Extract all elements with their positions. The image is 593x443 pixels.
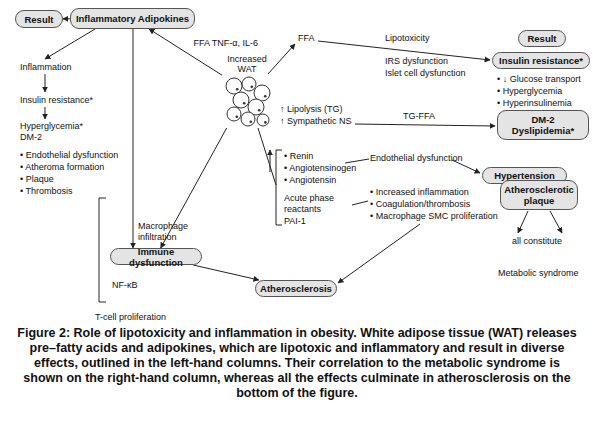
- fat-cell: [233, 92, 249, 108]
- fat-cell-illustration: [222, 76, 272, 128]
- leader-arrow: [45, 74, 46, 92]
- annotation-text: DM-2: [20, 132, 42, 143]
- box-text: Inflammatory Adipokines: [76, 13, 189, 24]
- fat-cell: [257, 114, 269, 126]
- box-text: Immune dysfunction: [114, 246, 198, 268]
- tissue-heading: Increased WAT: [222, 54, 272, 74]
- annotation-text: Acute phase reactants: [284, 193, 352, 215]
- outcome-box: DM-2 Dyslipidemia*: [497, 110, 589, 140]
- cell-nucleus: [251, 86, 254, 89]
- fat-cell: [227, 107, 241, 121]
- leader-line: [258, 128, 276, 185]
- leader-arrow: [268, 44, 295, 74]
- result-box: Result: [15, 10, 63, 28]
- leader-arrow: [45, 29, 95, 59]
- outcome-box: Atherosclerotic plaque: [500, 180, 578, 210]
- annotation-text: • Plaque: [20, 174, 54, 185]
- leader-line: [345, 159, 369, 163]
- annotation-text: Islet cell dysfunction: [385, 68, 466, 79]
- annotation-text: • Angiotensinogen: [284, 163, 356, 174]
- annotation-text: Endothelial dysfunction: [370, 153, 463, 164]
- annotation-text: • Endothelial dysfunction: [20, 150, 118, 161]
- cell-nucleus: [250, 121, 253, 124]
- adipokine-box: Inflammatory Adipokines: [70, 8, 195, 29]
- annotation-text: • Atheroma formation: [20, 162, 104, 173]
- flow-arrow: [149, 29, 222, 75]
- cell-nucleus: [236, 88, 239, 91]
- annotation-text: Inflammation: [20, 62, 72, 73]
- annotation-text: Hyperglycemia*: [20, 121, 83, 132]
- annotation-text: ↑ Sympathetic NS: [280, 116, 352, 127]
- annotation-text: NF-κB: [112, 280, 138, 291]
- box-text: DM-2 Dyslipidemia*: [501, 114, 585, 136]
- annotation-text: ↑ Lipolysis (TG): [280, 104, 343, 115]
- annotation-text: • ↓ Glucose transport: [497, 74, 581, 85]
- annotation-text: FFA: [298, 33, 315, 44]
- leader-arrow: [550, 211, 562, 233]
- annotation-text: IRS dysfunction: [385, 56, 448, 67]
- leader-arrow: [518, 211, 528, 233]
- leader-arrow: [45, 107, 46, 119]
- group-bracket: [99, 198, 106, 302]
- edge-label: FFA TNF-α, IL-6: [194, 38, 276, 49]
- annotation-text: • Coagulation/thrombosis: [370, 199, 470, 210]
- annotation-text: PAI-1: [284, 216, 306, 227]
- box-text: Result: [527, 33, 556, 44]
- flow-arrow: [63, 18, 70, 19]
- flow-arrow: [133, 29, 134, 248]
- annotation-text: T-cell proliferation: [95, 312, 166, 323]
- annotation-text: Macrophage infiltration: [138, 221, 204, 243]
- fat-cell: [241, 112, 255, 126]
- cell-nucleus: [258, 109, 261, 112]
- increase-arrow: [270, 150, 271, 172]
- annotation-text: Lipotoxicity: [385, 33, 430, 44]
- box-text: Atherosclerotic plaque: [504, 184, 574, 206]
- annotation-text: • Increased inflammation: [370, 187, 469, 198]
- leader-line: [352, 201, 368, 205]
- cell-nucleus: [264, 121, 267, 124]
- box-text: Insulin resistance*: [499, 55, 583, 66]
- annotation-text: all constitute: [512, 236, 562, 247]
- fat-cell: [226, 78, 242, 94]
- outcome-box: Immune dysfunction: [110, 248, 202, 265]
- annotation-text: • Angiotensin: [284, 175, 336, 186]
- annotation-text: • Macrophage SMC proliferation: [370, 211, 498, 222]
- outcome-box: Atherosclerosis: [255, 280, 337, 297]
- leader-arrow: [355, 124, 495, 126]
- leader-arrow: [338, 224, 420, 283]
- group-bracket: [276, 150, 282, 225]
- outcome-box: Insulin resistance*: [492, 52, 590, 69]
- box-text: Result: [24, 14, 53, 25]
- cell-nucleus: [243, 102, 246, 105]
- annotation-text: • Hyperinsulinemia: [497, 98, 572, 109]
- annotation-text: Metabolic syndrome: [498, 268, 579, 279]
- annotation-text: • Renin: [284, 151, 313, 162]
- cell-nucleus: [264, 95, 267, 98]
- annotation-text: Insulin resistance*: [20, 95, 93, 106]
- cell-nucleus: [236, 116, 239, 119]
- fat-cell: [242, 77, 256, 91]
- annotation-text: TG-FFA: [403, 111, 435, 122]
- flow-arrow: [193, 265, 259, 280]
- adipose-tissue-cluster: Increased WAT: [222, 54, 272, 128]
- figure-caption: Figure 2: Role of lipotoxicity and infla…: [16, 326, 578, 401]
- annotation-text: • Hyperglycemia: [497, 86, 562, 97]
- box-text: Atherosclerosis: [260, 283, 332, 294]
- annotation-text: • Thrombosis: [20, 186, 73, 197]
- result-box: Result: [518, 30, 566, 47]
